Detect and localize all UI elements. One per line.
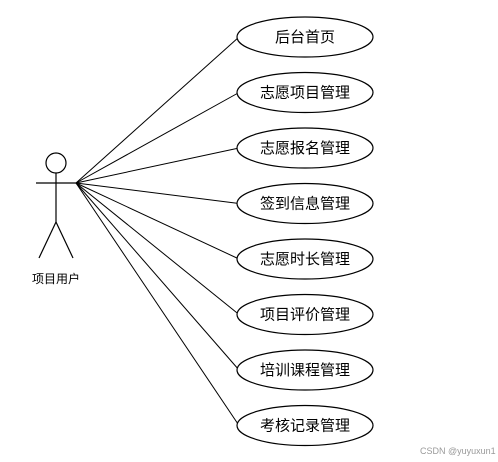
use-case-ellipse <box>236 293 374 336</box>
association-line <box>75 182 240 371</box>
use-case: 项目评价管理 <box>236 293 374 336</box>
use-case-label: 后台首页 <box>275 28 335 46</box>
actor-left-leg <box>38 221 57 259</box>
use-case: 志愿项目管理 <box>236 71 374 114</box>
use-cases: 后台首页志愿项目管理志愿报名管理签到信息管理志愿时长管理项目评价管理培训课程管理… <box>236 16 374 447</box>
use-case-label: 签到信息管理 <box>260 195 350 213</box>
use-case-ellipse <box>236 127 374 169</box>
association-line <box>75 182 240 260</box>
actor-right-leg <box>55 221 74 259</box>
actor-head <box>45 152 67 174</box>
watermark: CSDN @yuyuxun1 <box>420 446 496 456</box>
use-case: 志愿时长管理 <box>236 238 374 280</box>
use-case: 志愿报名管理 <box>236 127 374 169</box>
association-line <box>75 182 240 426</box>
use-case: 签到信息管理 <box>236 182 374 225</box>
association-line <box>75 182 240 315</box>
use-case: 培训课程管理 <box>236 349 374 391</box>
actor <box>36 152 76 259</box>
association-line <box>75 36 240 184</box>
actor-label: 项目用户 <box>32 271 80 286</box>
association-line <box>75 182 240 204</box>
use-case-ellipse <box>236 16 374 58</box>
use-case-ellipse <box>236 238 374 280</box>
use-case-ellipse <box>236 349 374 391</box>
use-case-ellipse <box>236 71 374 114</box>
use-case-label: 志愿项目管理 <box>260 84 350 102</box>
use-case-label: 志愿时长管理 <box>260 250 350 268</box>
use-case-label: 培训课程管理 <box>260 361 350 379</box>
use-case-label: 考核记录管理 <box>260 417 350 435</box>
use-case: 考核记录管理 <box>236 404 374 447</box>
use-case-label: 志愿报名管理 <box>260 139 350 157</box>
use-case-ellipse <box>236 182 374 225</box>
association-line <box>75 92 240 184</box>
use-case-label: 项目评价管理 <box>260 306 350 324</box>
use-case-ellipse <box>236 404 374 447</box>
association-line <box>75 147 240 184</box>
use-case: 后台首页 <box>236 16 374 58</box>
associations <box>75 36 240 426</box>
